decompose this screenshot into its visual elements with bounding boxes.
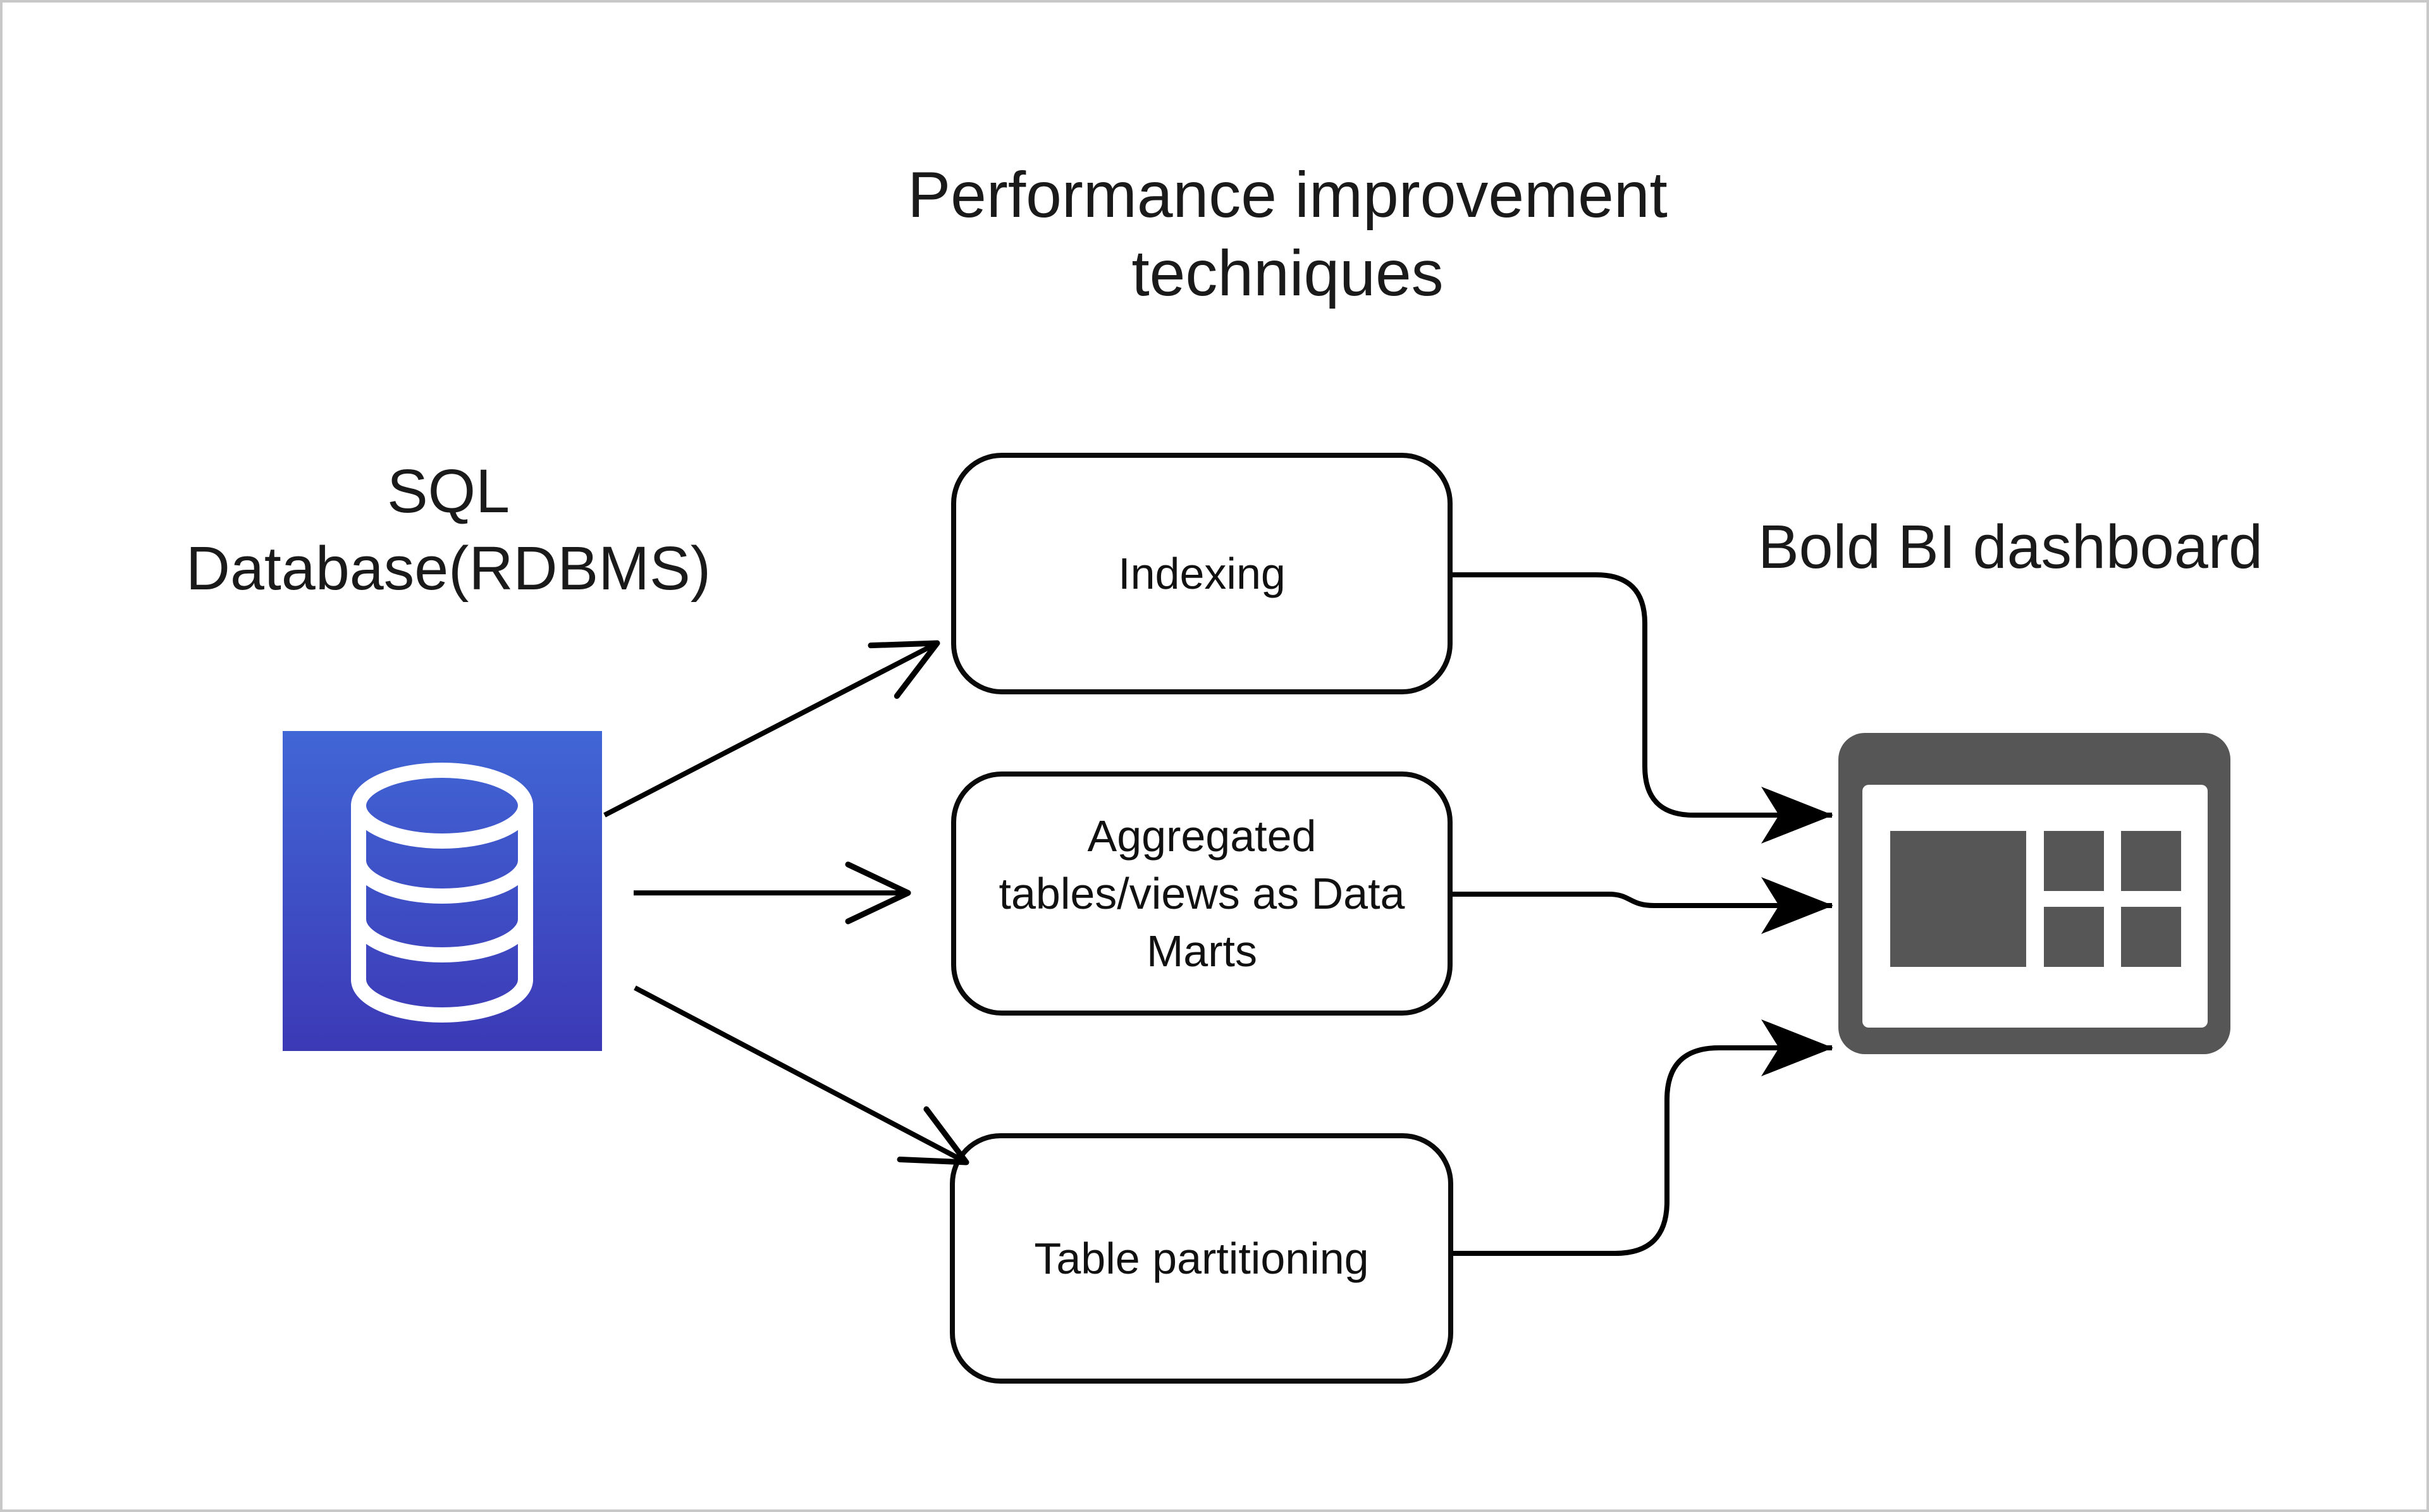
diagram-title: Performance improvement techniques bbox=[907, 159, 1668, 310]
target-label: Bold BI dashboard bbox=[1757, 512, 2263, 581]
connector-db-to-indexing bbox=[603, 640, 940, 818]
source-label: SQL Database(RDBMS) bbox=[185, 457, 711, 603]
connector-indexing-to-dashboard bbox=[1453, 572, 1833, 844]
technique-box-table-partitioning: Table partitioning bbox=[950, 1133, 1453, 1384]
technique-label-indexing: Indexing bbox=[1118, 548, 1286, 598]
connector-partitioning-to-dashboard bbox=[1453, 1019, 1833, 1256]
technique-label-table-partitioning: Table partitioning bbox=[1034, 1233, 1369, 1283]
technique-label-aggregated-tables: Aggregated tables/views as Data Marts bbox=[999, 811, 1405, 976]
connector-aggregated-to-dashboard bbox=[1453, 877, 1833, 934]
database-icon bbox=[283, 731, 602, 1051]
connector-db-to-partitioning bbox=[634, 985, 969, 1165]
technique-box-aggregated-tables: Aggregated tables/views as Data Marts bbox=[951, 771, 1453, 1016]
technique-box-indexing: Indexing bbox=[951, 453, 1453, 694]
dashboard-icon bbox=[1838, 733, 2230, 1054]
